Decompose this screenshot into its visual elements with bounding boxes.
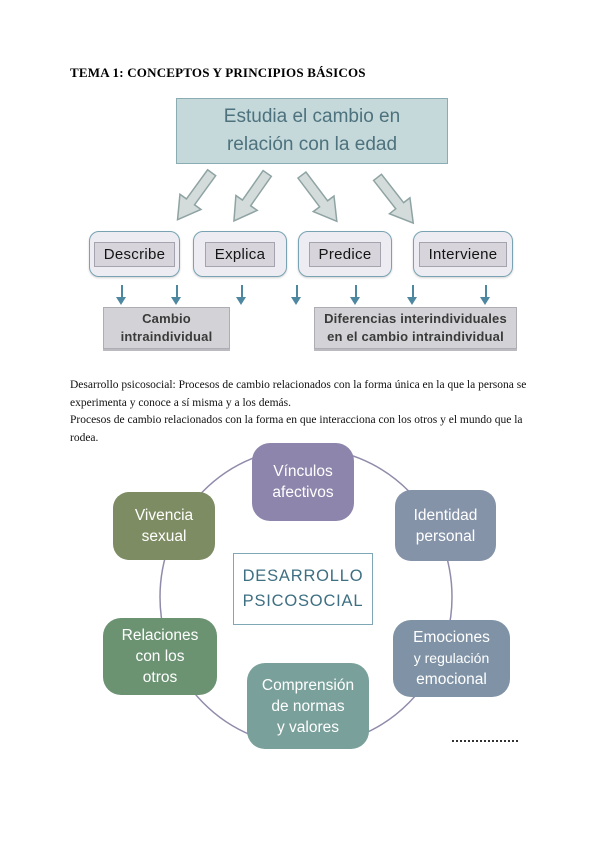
block-arrows: [176, 168, 415, 225]
node-line: Vivencia: [134, 507, 194, 524]
down-arrow-icon: [171, 285, 182, 305]
node-line: Emociones: [413, 629, 490, 646]
block-arrow-icon: [372, 173, 415, 225]
page-title: TEMA 1: CONCEPTOS Y PRINCIPIOS BÁSICOS: [70, 65, 366, 80]
branch-box-predice: Predice: [298, 231, 392, 277]
dotted-line: [452, 740, 518, 742]
branch-box-describe: Describe: [89, 231, 180, 277]
cycle-node-identidad-personal: Identidad personal: [395, 490, 496, 561]
node-line: Relaciones: [121, 627, 199, 644]
branch-label: Describe: [93, 241, 176, 267]
down-arrow-icon: [291, 285, 302, 305]
outcome-line: intraindividual: [120, 329, 213, 344]
down-arrow-icon: [350, 285, 361, 305]
block-arrow-icon: [296, 170, 338, 223]
cycle-center-box: DESARROLLO PSICOSOCIAL: [233, 553, 373, 625]
node-line: Identidad: [413, 506, 478, 524]
outcome-line: Cambio: [142, 311, 191, 326]
node-line: y valores: [276, 718, 340, 736]
node-line: otros: [142, 669, 178, 686]
node-line: Vínculos: [273, 463, 333, 480]
down-arrow-icon: [236, 285, 247, 305]
block-arrow-icon: [233, 169, 273, 223]
center-box-line: DESARROLLO: [242, 567, 364, 585]
cycle-node-vivencia-sexual: Vivencia sexual: [113, 492, 215, 560]
node-line: afectivos: [272, 484, 334, 501]
branch-box-interviene: Interviene: [413, 231, 513, 277]
outcome-box-cambio-intraindividual: Cambio intraindividual: [103, 307, 230, 349]
outcome-line: Diferencias interindividuales: [324, 311, 507, 326]
cycle-node-vinculos-afectivos: Vínculos afectivos: [252, 443, 354, 521]
branch-label: Predice: [308, 241, 382, 267]
node-line: emocional: [416, 671, 487, 688]
body-text: Desarrollo psicosocial: Procesos de camb…: [70, 377, 530, 447]
down-arrow-icon: [480, 285, 491, 305]
block-arrow-icon: [176, 168, 217, 221]
node-line: de normas: [271, 697, 345, 715]
paragraph-desarrollo-psicosocial: Desarrollo psicosocial: Procesos de camb…: [70, 379, 527, 409]
node-line: y regulación: [413, 650, 490, 666]
root-box-line: relación con la edad: [226, 134, 398, 155]
cycle-node-relaciones-otros: Relaciones con los otros: [103, 618, 217, 695]
root-concept-box: Estudia el cambio en relación con la eda…: [176, 98, 448, 164]
branch-label: Interviene: [418, 241, 508, 267]
outcome-box-diferencias-interindividuales: Diferencias interindividuales en el camb…: [314, 307, 517, 349]
branch-label: Explica: [204, 241, 276, 267]
center-box-line: PSICOSOCIAL: [242, 592, 364, 610]
node-line: personal: [415, 527, 476, 545]
cycle-node-comprension-normas: Comprensión de normas y valores: [247, 663, 369, 749]
outcome-line: en el cambio intraindividual: [327, 329, 504, 344]
root-box-line: Estudia el cambio en: [223, 106, 401, 127]
down-arrow-icon: [116, 285, 127, 305]
cycle-node-emociones-regulacion: Emociones y regulación emocional: [393, 620, 510, 697]
down-arrow-icon: [407, 285, 418, 305]
paragraph-procesos-cambio: Procesos de cambio relacionados con la f…: [70, 414, 523, 444]
node-line: Comprensión: [261, 676, 355, 694]
node-line: con los: [135, 648, 185, 665]
branch-box-explica: Explica: [193, 231, 287, 277]
node-line: sexual: [141, 528, 187, 545]
